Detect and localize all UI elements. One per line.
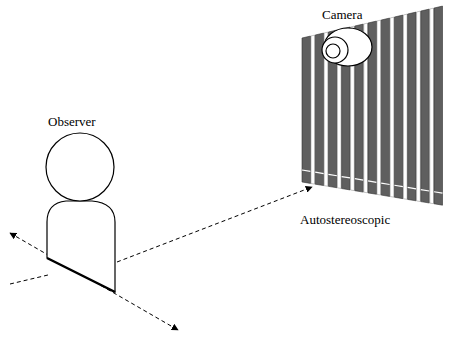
lens-bar [421,9,430,203]
lens-gap [390,17,394,197]
lens-gap [311,35,315,184]
bar-gap [434,192,443,193]
lens-bar [315,33,324,186]
figure-label: Autostereoscopic [300,213,390,227]
lens-gap [430,8,434,204]
observer-head [46,133,114,201]
lens-bar [408,12,417,201]
bar-gap [394,185,403,186]
camera-lens [322,37,348,63]
bar-gap [381,183,390,184]
lens-bar [394,15,403,199]
lens-gap [417,11,421,201]
lens-bar [434,6,443,205]
lenticular-display [302,6,443,205]
observer-base [47,258,115,292]
lens-gap [403,14,407,199]
bar-gap [302,170,311,171]
lens-gap [377,20,381,195]
figure-label: Camera [322,8,362,22]
bar-gap [408,187,417,188]
bar-gap [342,177,351,178]
figure-label: Observer [48,115,96,129]
observer-body [47,201,115,292]
bar-gap [355,179,364,180]
lens-bar [302,36,311,183]
depth-axis [10,275,48,284]
bar-gap [315,172,324,173]
sight-line [117,187,312,262]
bar-gap [328,174,337,175]
camera-lens-inner [326,44,340,58]
bar-gap [421,190,430,191]
lens-bar [381,18,390,196]
bar-gap [368,181,377,182]
